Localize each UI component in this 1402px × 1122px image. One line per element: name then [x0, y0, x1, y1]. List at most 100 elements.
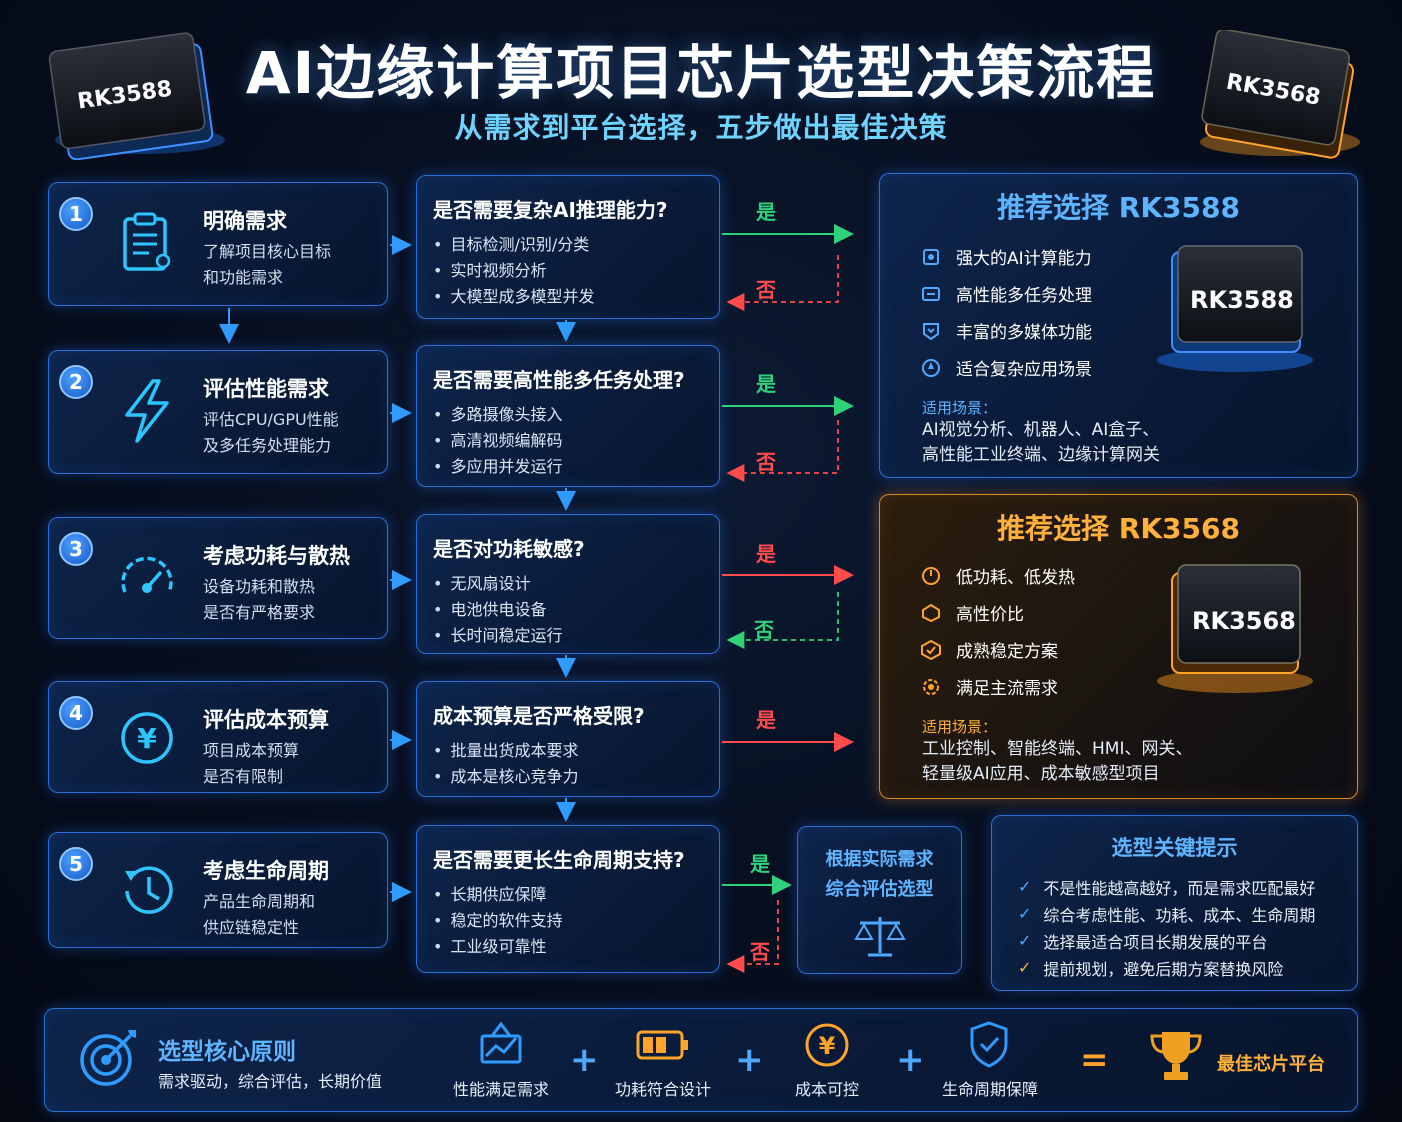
feature-item: 满足主流需求 [920, 674, 1058, 699]
question-title: 是否需要高性能多任务处理? [433, 368, 685, 392]
yes-label: 是 [750, 852, 770, 876]
media-icon [923, 322, 939, 340]
page-subtitle: 从需求到平台选择，五步做出最佳决策 [454, 111, 948, 144]
feature-item: 成熟稳定方案 [920, 637, 1058, 662]
cost-yen-icon: ¥ [805, 1023, 849, 1067]
chip-rk3588-image: RK3588 [48, 32, 225, 160]
chip-label: RK3588 [1190, 286, 1294, 314]
recommend-title: 推荐选择 RK3568 [997, 512, 1240, 545]
feature-item: 高性价比 [920, 600, 1024, 625]
question-list: 无风扇设计 电池供电设备 长时间稳定运行 [433, 571, 562, 649]
gear-icon [923, 678, 939, 695]
principle-item-power: 功耗符合设计 [614, 1080, 711, 1099]
no-label: 否 [756, 450, 776, 474]
chip-rk3568-image: RK3568 [1157, 564, 1313, 693]
step-title: 考虑功耗与散热 [203, 544, 350, 568]
trophy-icon [1150, 1032, 1202, 1080]
target-icon [80, 1030, 136, 1086]
recommend-rk3588-card: 推荐选择 RK3588 强大的AI计算能力 高性能多任务处理 丰富的多媒体功能 … [879, 173, 1358, 478]
list-item: 目标检测/识别/分类 [433, 232, 594, 258]
step-card-1: 1 明确需求 了解项目核心目标和功能需求 [48, 182, 388, 306]
tip-item: ✓不是性能越高越好，而是需求匹配最好 [1018, 877, 1316, 898]
list-item: 稳定的软件支持 [433, 908, 562, 934]
step-card-5: 5 考虑生命周期 产品生命周期和供应链稳定性 [48, 832, 388, 948]
chip-rk3588-image: RK3588 [1157, 245, 1313, 372]
principle-item-lifecycle: 生命周期保障 [941, 1080, 1038, 1099]
yes-label: 是 [756, 372, 776, 396]
scene-label: 适用场景： [922, 718, 998, 736]
comprehensive-card: 根据实际需求综合评估选型 [797, 826, 962, 974]
question-card-4: 成本预算是否严格受限? 批量出货成本要求 成本是核心竞争力 [416, 681, 720, 797]
tips-list: ✓不是性能越高越好，而是需求匹配最好 ✓综合考虑性能、功耗、成本、生命周期 ✓选… [1018, 873, 1315, 981]
list-item: 长时间稳定运行 [433, 623, 562, 649]
plus-sign: + [735, 1040, 764, 1080]
step-title: 评估性能需求 [203, 377, 329, 401]
performance-chart-icon [480, 1021, 522, 1064]
question-list: 目标检测/识别/分类 实时视频分析 大模型成多模型并发 [433, 232, 594, 310]
list-item: 成本是核心竞争力 [433, 764, 578, 790]
tip-item: ✓提前规划，避免后期方案替换风险 [1018, 958, 1284, 979]
shield-icon [970, 1021, 1008, 1068]
yes-label: 是 [756, 708, 776, 732]
recommend-title: 推荐选择 RK3588 [997, 191, 1240, 224]
tip-item: ✓选择最适合项目长期发展的平台 [1018, 931, 1268, 952]
check-icon: ✓ [1018, 931, 1032, 950]
step-number: 5 [59, 847, 93, 881]
tips-card: 选型关键提示 ✓不是性能越高越好，而是需求匹配最好 ✓综合考虑性能、功耗、成本、… [991, 815, 1358, 991]
list-item: 大模型成多模型并发 [433, 284, 594, 310]
lightning-icon [125, 379, 169, 443]
principle-result: 最佳芯片平台 [1217, 1054, 1325, 1075]
step-desc: 了解项目核心目标和功能需求 [203, 242, 332, 287]
no-label: 否 [756, 278, 776, 302]
gauge-icon [121, 556, 173, 593]
recommend-rk3568-card: 推荐选择 RK3568 低功耗、低发热 高性价比 成熟稳定方案 满足主流需求 适… [879, 494, 1358, 799]
question-title: 是否对功耗敏感? [433, 537, 585, 561]
list-item: 无风扇设计 [433, 571, 562, 597]
step-number: 3 [59, 532, 93, 566]
yen-icon: ¥ [121, 712, 173, 764]
question-list: 批量出货成本要求 成本是核心竞争力 [433, 738, 578, 790]
question-card-2: 是否需要高性能多任务处理? 多路摄像头接入 高清视频编解码 多应用并发运行 [416, 345, 720, 487]
question-list: 长期供应保障 稳定的软件支持 工业级可靠性 [433, 882, 562, 960]
tip-item: ✓综合考虑性能、功耗、成本、生命周期 [1018, 904, 1316, 925]
step-title: 评估成本预算 [203, 708, 329, 732]
step-title: 明确需求 [203, 209, 287, 233]
multitask-icon [922, 286, 940, 301]
clock-icon [125, 866, 173, 914]
feature-item: 丰富的多媒体功能 [920, 318, 1092, 343]
stable-icon [921, 639, 941, 660]
step-card-3: 3 考虑功耗与散热 设备功耗和散热是否有严格要求 [48, 517, 388, 639]
check-icon: ✓ [1018, 958, 1032, 977]
plus-sign: + [570, 1040, 599, 1080]
principle-title: 选型核心原则 [158, 1039, 296, 1065]
no-label: 否 [754, 618, 774, 642]
yes-label: 是 [756, 542, 776, 566]
list-item: 多应用并发运行 [433, 454, 562, 480]
step-number: 4 [59, 696, 93, 730]
list-item: 电池供电设备 [433, 597, 562, 623]
low-power-icon [922, 566, 940, 585]
page-title: AI边缘计算项目芯片选型决策流程 [245, 39, 1157, 107]
scene-label: 适用场景： [922, 399, 998, 417]
step-card-4: 4 ¥ 评估成本预算 项目成本预算是否有限制 [48, 681, 388, 793]
question-title: 成本预算是否严格受限? [433, 704, 645, 728]
check-icon: ✓ [1018, 877, 1032, 896]
comprehensive-text: 根据实际需求综合评估选型 [825, 849, 934, 900]
tips-title: 选型关键提示 [1111, 836, 1238, 860]
step-desc: 项目成本预算是否有限制 [203, 741, 300, 786]
equals-sign: = [1080, 1040, 1109, 1080]
principle-bar [44, 1008, 1358, 1112]
no-label: 否 [750, 940, 770, 964]
question-card-3: 是否对功耗敏感? 无风扇设计 电池供电设备 长时间稳定运行 [416, 514, 720, 654]
step-card-2: 2 评估性能需求 评估CPU/GPU性能及多任务处理能力 [48, 350, 388, 474]
balance-scale-icon [854, 917, 906, 957]
question-title: 是否需要更长生命周期支持? [433, 848, 685, 872]
question-list: 多路摄像头接入 高清视频编解码 多应用并发运行 [433, 402, 562, 480]
question-title: 是否需要复杂AI推理能力? [433, 198, 668, 222]
yes-label: 是 [756, 200, 776, 224]
list-item: 批量出货成本要求 [433, 738, 578, 764]
principle-item-cost: 成本可控 [794, 1080, 859, 1099]
list-item: 长期供应保障 [433, 882, 562, 908]
clipboard-icon [123, 212, 171, 271]
